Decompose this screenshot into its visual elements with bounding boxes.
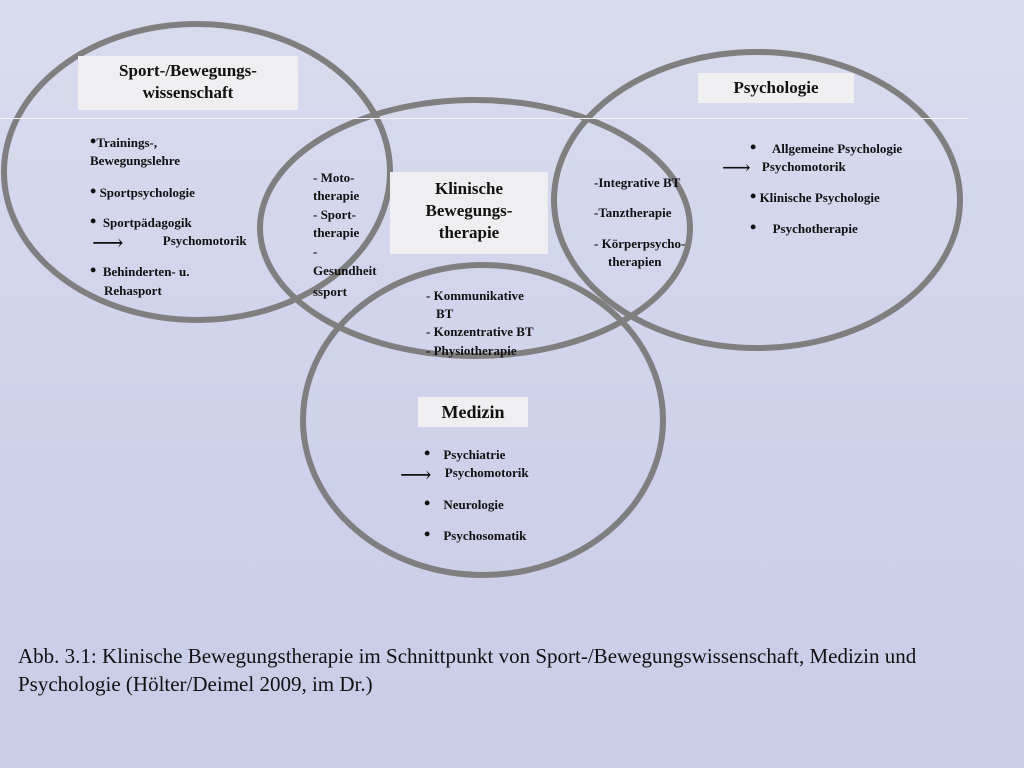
psychologie-title-box: Psychologie xyxy=(698,73,854,103)
klinisch-title-box: Klinische Bewegungs- therapie xyxy=(390,172,548,254)
arrow-right-icon: ⟶ xyxy=(92,229,124,255)
klinisch-right-item: -Integrative BT xyxy=(594,175,681,190)
circle-medizin xyxy=(300,262,666,578)
medizin-item-psychomotorik: ⟶ Psychomotorik xyxy=(400,461,529,487)
figure-caption: Abb. 3.1: Klinische Bewegungstherapie im… xyxy=(18,644,917,696)
sport-item: Rehasport xyxy=(104,283,162,298)
medizin-item: • Psychosomatik xyxy=(424,524,527,544)
medizin-item: • Neurologie xyxy=(424,493,504,513)
sport-title-box: Sport-/Bewegungs- wissenschaft xyxy=(78,56,298,110)
klinisch-left-item: - xyxy=(313,244,318,259)
arrow-right-icon: ⟶ xyxy=(400,461,432,487)
psychologie-item: • Psychotherapie xyxy=(750,217,858,237)
klinisch-right-item: -Tanztherapie xyxy=(594,205,672,220)
klinisch-bottom-item: - Physiotherapie xyxy=(426,343,517,358)
sport-item: • Sportpsychologie xyxy=(90,181,195,201)
klinisch-bottom-item: BT xyxy=(436,306,454,321)
circle-psychologie xyxy=(551,49,963,351)
sport-item-psychomotorik: ⟶ Psychomotorik xyxy=(92,229,247,255)
klinisch-left-item: - Sport- xyxy=(313,207,356,222)
klinisch-left-item: Gesundheit xyxy=(313,263,377,278)
divider-line xyxy=(0,118,968,119)
klinisch-left-item: - Moto- xyxy=(313,170,355,185)
medizin-title-box: Medizin xyxy=(418,397,528,427)
klinisch-left-item: therapie xyxy=(313,225,360,240)
klinisch-right-item: therapien xyxy=(608,254,662,269)
klinisch-bottom-item: - Konzentrative BT xyxy=(426,324,534,339)
klinisch-left-item: therapie xyxy=(313,188,360,203)
sport-item: • Sportpädagogik xyxy=(90,211,192,231)
klinisch-bottom-item: - Kommunikative xyxy=(426,288,524,303)
psychologie-item: • Allgemeine Psychologie xyxy=(750,137,903,157)
klinisch-left-item: ssport xyxy=(313,284,347,299)
klinisch-right-item: - Körperpsycho- xyxy=(594,236,686,251)
arrow-right-icon: ⟶ xyxy=(722,156,751,179)
psychologie-item: • Klinische Psychologie xyxy=(750,186,880,206)
sport-item: Bewegungslehre xyxy=(90,153,181,168)
sport-item: •Trainings-, xyxy=(90,131,158,151)
medizin-item: • Psychiatrie xyxy=(424,443,506,463)
sport-item: • Behinderten- u. xyxy=(90,260,190,280)
psychologie-item-psychomotorik: ⟶ Psychomotorik xyxy=(722,156,846,179)
circle-klinisch xyxy=(257,97,693,359)
